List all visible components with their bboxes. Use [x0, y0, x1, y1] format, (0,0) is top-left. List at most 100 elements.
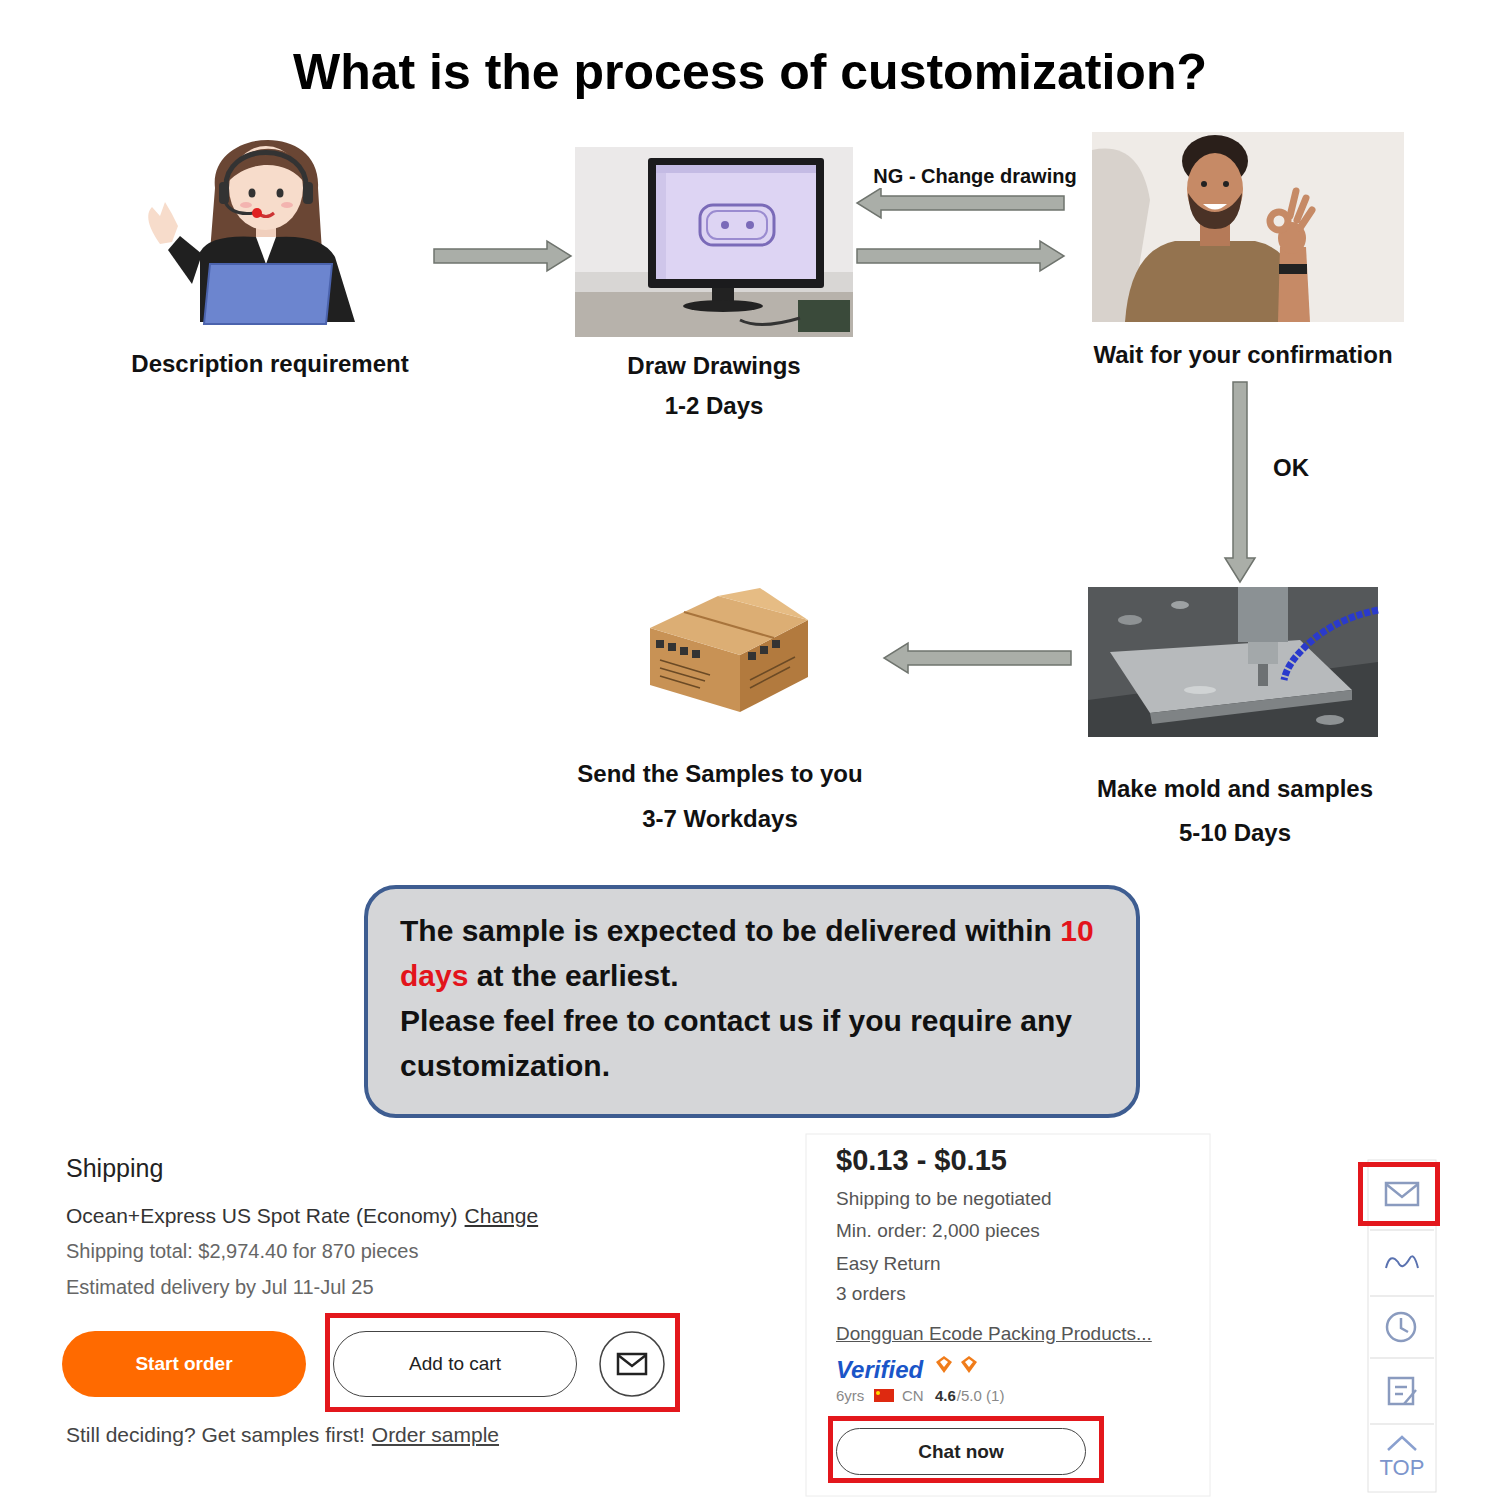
customer-photo — [1092, 132, 1404, 322]
customer-photo-part — [1290, 191, 1312, 228]
country-code: CN — [902, 1387, 924, 1405]
flow-arrow — [884, 643, 1071, 673]
cnc-machining-photo-part — [1316, 715, 1344, 725]
customer-photo-part — [1201, 181, 1207, 187]
flow-arrow — [857, 241, 1064, 271]
cad-monitor-photo-part — [683, 300, 763, 312]
link-text: Change — [465, 1203, 539, 1228]
cad-monitor-photo-part — [700, 205, 774, 245]
flow-arrow — [857, 188, 1064, 218]
step-caption: Draw Drawings — [627, 351, 800, 381]
store-screenshot-part — [1395, 1387, 1416, 1404]
store-screenshot-part — [940, 1359, 948, 1367]
step-caption: Make mold and samples — [1097, 774, 1373, 804]
cad-monitor-photo-part — [746, 221, 754, 229]
store-screenshot-part — [874, 1389, 894, 1402]
store-screenshot-part — [806, 1134, 1210, 1496]
support-agent-illustration-part — [204, 264, 332, 324]
customer-photo-part — [1278, 247, 1310, 322]
support-agent-illustration-part — [148, 202, 178, 244]
support-agent-illustration-part — [252, 208, 262, 218]
process-step: Draw Drawings1-2 Days — [575, 147, 853, 422]
cad-monitor-photo-part — [656, 173, 666, 279]
cnc-machining-photo-part — [1238, 587, 1288, 642]
flow-arrow — [434, 241, 571, 271]
shipping-total: Shipping total: $2,974.40 for 870 pieces — [66, 1239, 418, 1263]
link-text: Order sample — [372, 1422, 499, 1447]
store-screenshot-part — [1386, 1256, 1418, 1268]
highlight-frame — [1358, 1162, 1440, 1226]
customer-photo-part — [1092, 132, 1404, 322]
support-agent-illustration-part — [240, 202, 252, 208]
cnc-machining-photo-part — [1284, 610, 1378, 680]
store-screenshot-part — [1368, 1160, 1436, 1492]
detail-line: Shipping to be negotiated — [836, 1187, 1052, 1210]
store-screenshot-part — [936, 1356, 952, 1373]
customer-photo-part — [1270, 212, 1288, 230]
store-screenshot-part — [961, 1356, 977, 1373]
diagram-title: What is the process of customization? — [0, 42, 1500, 102]
cad-monitor-photo-part — [648, 158, 824, 288]
price-range: $0.13 - $0.15 — [836, 1143, 1007, 1178]
step-caption: Wait for your confirmation — [1093, 340, 1392, 370]
action-button: Add to cart — [333, 1331, 577, 1397]
store-screenshot-part — [1370, 1230, 1434, 1424]
shipping-box-illustration-part — [718, 588, 808, 620]
button-label: Add to cart — [409, 1352, 501, 1376]
store-screenshot-part — [618, 1355, 646, 1366]
store-screenshot-part — [600, 1332, 664, 1396]
shipping-box-illustration-part — [750, 657, 795, 688]
sample-prompt: Still deciding? Get samples first! — [66, 1422, 365, 1447]
cad-monitor-photo — [575, 147, 853, 337]
step-duration: 3-7 Workdays — [642, 804, 798, 834]
support-agent-illustration-part — [226, 153, 306, 191]
shipping-box-illustration-part — [656, 640, 664, 648]
shipping-box-illustration-part — [668, 643, 676, 651]
shipping-box-illustration-part — [692, 650, 700, 658]
action-button: Start order — [62, 1331, 306, 1397]
process-step: Send the Samples to you3-7 Workdays — [560, 585, 880, 835]
cad-monitor-photo-part — [707, 211, 767, 239]
flow-arrow — [1225, 382, 1255, 582]
cnc-machining-photo-part — [1118, 615, 1142, 625]
detail-line: 3 orders — [836, 1282, 906, 1305]
customer-photo-part — [1203, 204, 1227, 210]
store-screenshot-part — [1389, 1378, 1413, 1404]
store-screenshot-part — [876, 1391, 880, 1395]
cnc-machining-photo-part — [1150, 690, 1352, 724]
store-screenshot-part — [1386, 1184, 1418, 1197]
support-agent-illustration-part — [168, 236, 202, 284]
customer-photo-part — [1279, 264, 1307, 274]
delivery-estimate: Estimated delivery by Jul 11-Jul 25 — [66, 1275, 374, 1299]
cad-monitor-photo-part — [575, 147, 853, 337]
panel-heading: Shipping — [66, 1153, 163, 1183]
store-screenshot — [600, 1134, 1436, 1496]
note-box: The sample is expected to be delivered w… — [364, 885, 1140, 1118]
support-agent-illustration — [148, 140, 355, 324]
cnc-machining-photo-part — [1248, 642, 1278, 664]
support-agent-illustration-part — [256, 237, 276, 264]
customer-photo-part — [1188, 193, 1242, 229]
button-label: Start order — [135, 1352, 232, 1376]
step-caption: Description requirement — [131, 349, 408, 379]
edge-label: OK — [1270, 453, 1312, 482]
shipping-box-illustration-part — [760, 646, 768, 654]
detail-line: Easy Return — [836, 1252, 941, 1275]
support-agent-illustration-part — [219, 182, 229, 204]
shipping-box-illustration-part — [660, 660, 710, 688]
note-sentence: Please feel free to contact us if you re… — [400, 998, 1124, 1088]
cad-monitor-photo-part — [798, 300, 850, 332]
cnc-machining-photo-part — [1088, 587, 1378, 737]
store-screenshot-part — [1401, 1318, 1408, 1332]
shipping-box-illustration-part — [772, 640, 780, 648]
action-button: Chat now — [836, 1428, 1086, 1475]
store-screenshot-part — [1386, 1183, 1418, 1205]
shipping-box-illustration — [650, 588, 808, 712]
button-label: Chat now — [918, 1440, 1004, 1464]
shipping-box-illustration-part — [680, 647, 688, 655]
cnc-machining-photo-part — [1184, 686, 1216, 694]
store-screenshot-part — [1387, 1313, 1415, 1341]
shipping-box-illustration-part — [748, 652, 756, 660]
